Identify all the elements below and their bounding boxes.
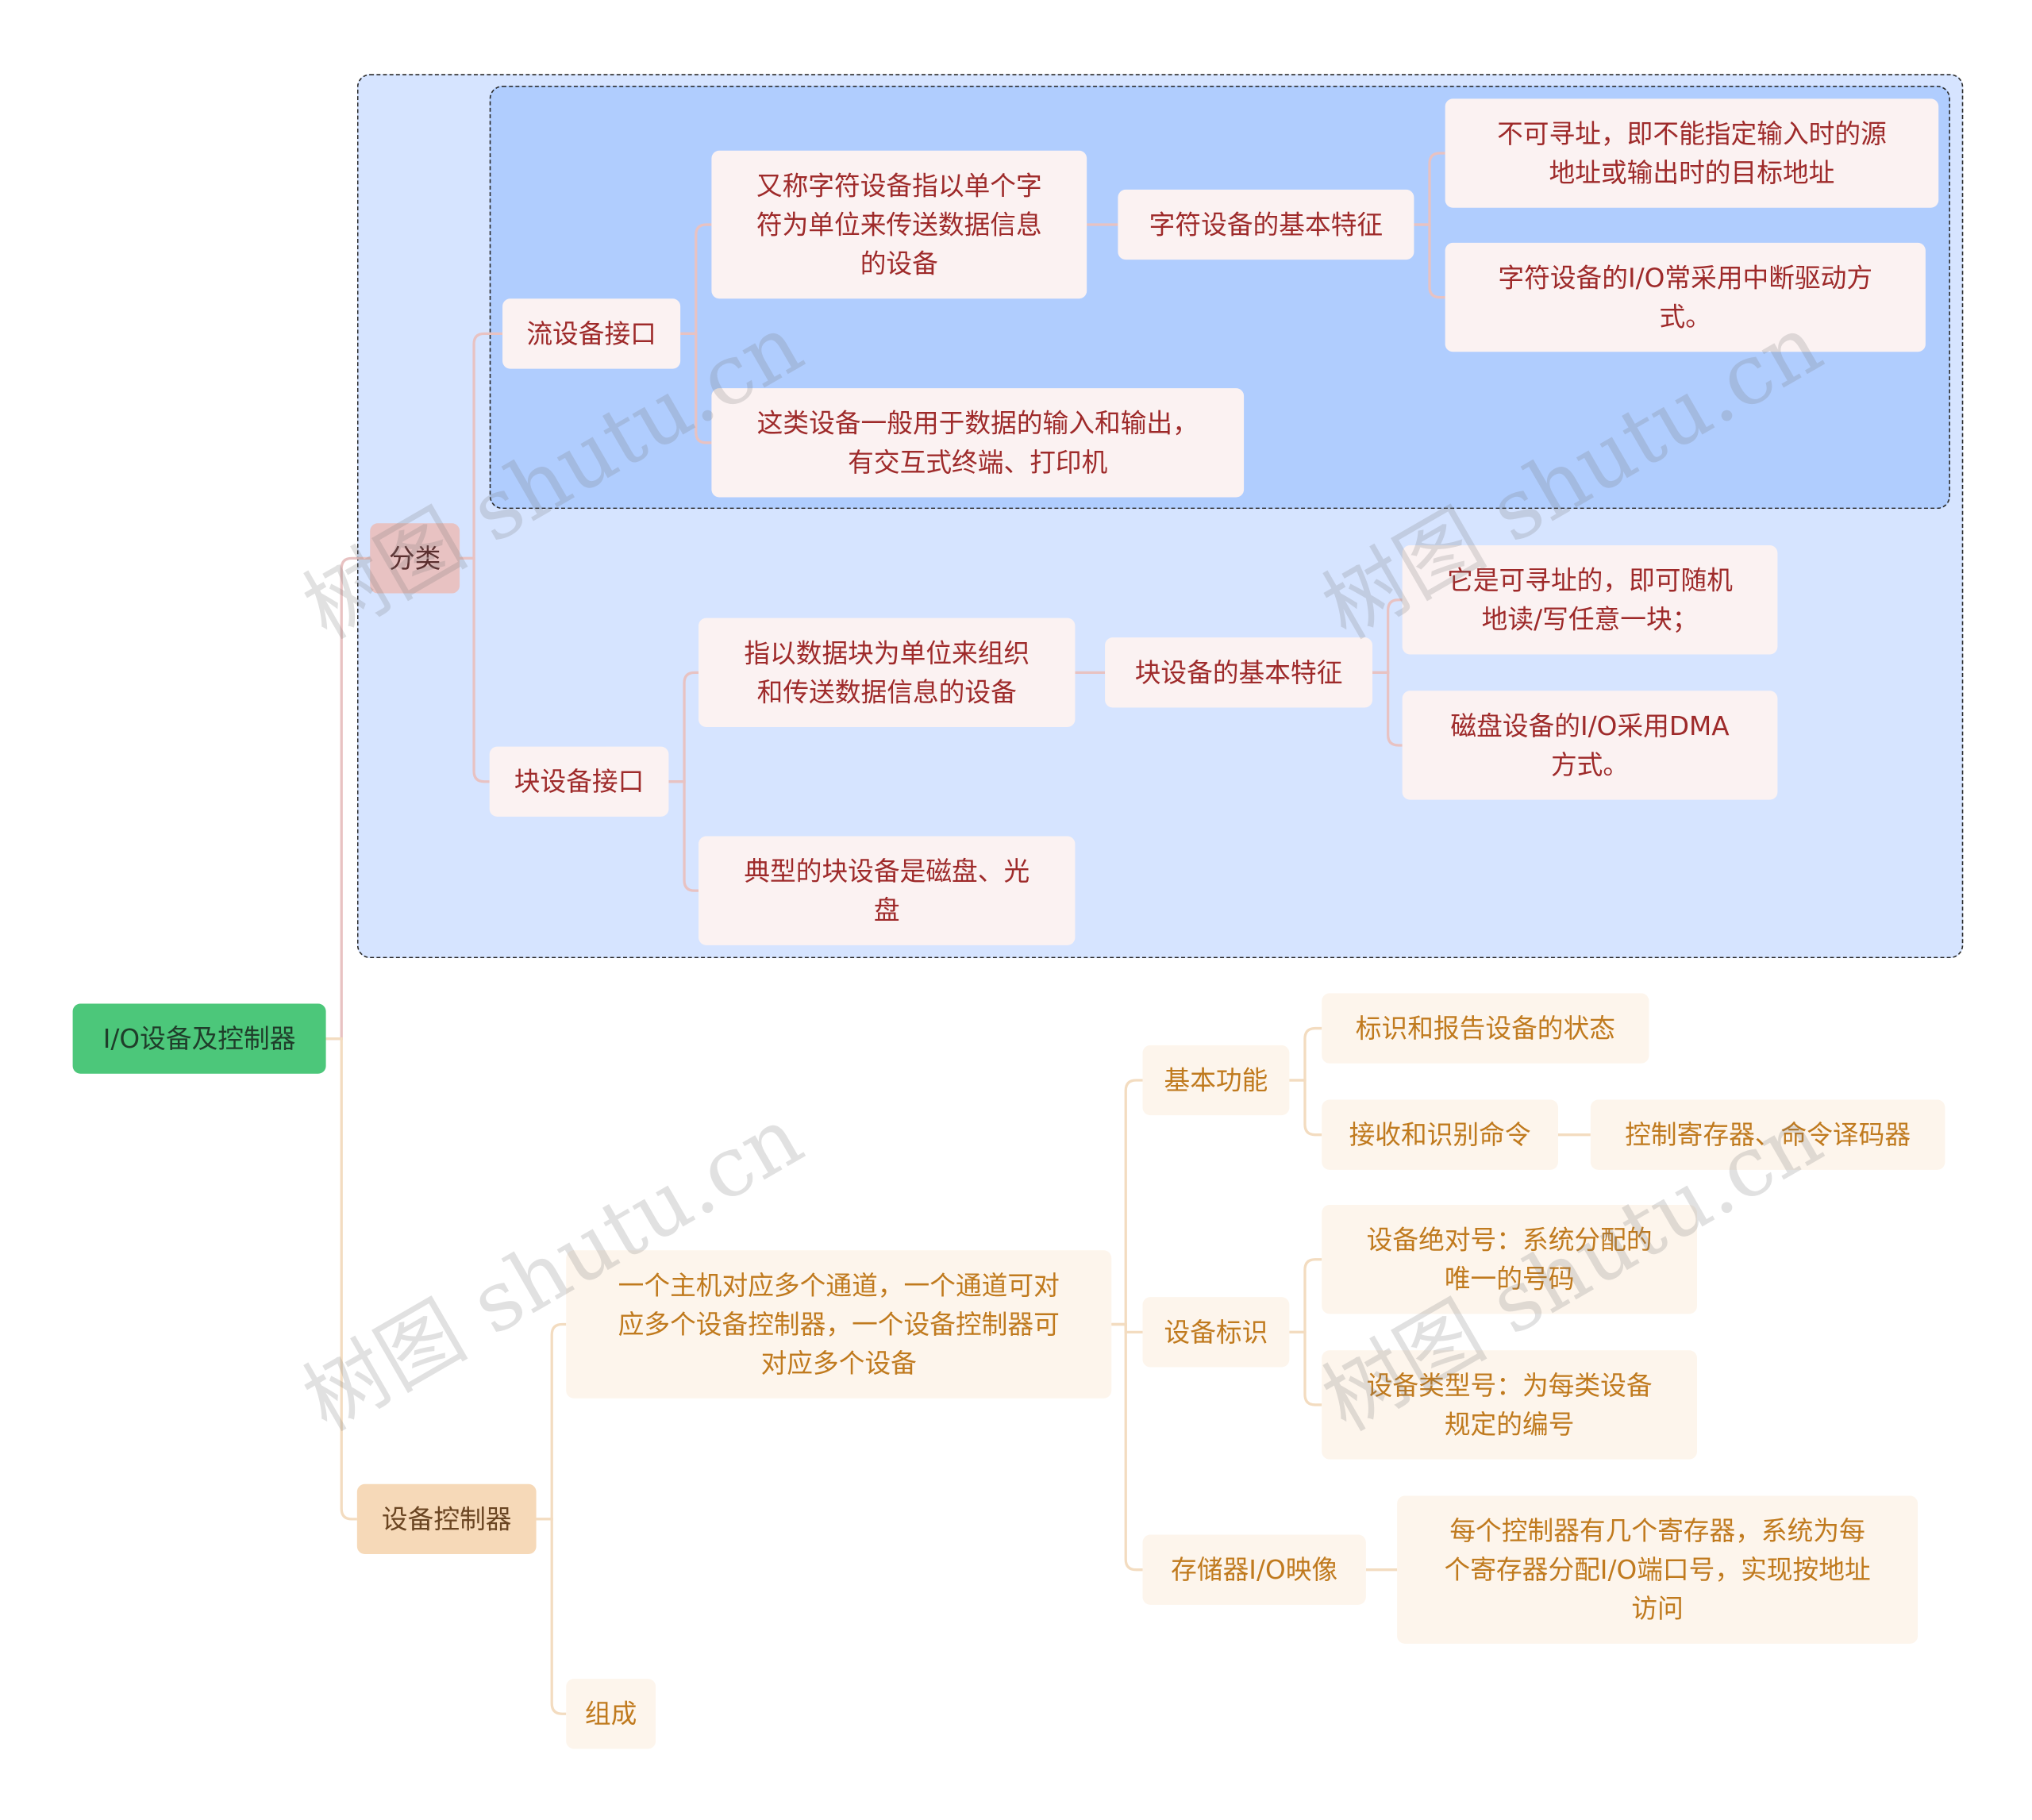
root-node[interactable]: I/O设备及控制器 [72,1003,326,1074]
stream-interface-node[interactable]: 流设备接口 [502,298,681,369]
link-id-item-1 [1289,1258,1322,1333]
basic-function-item-2-node[interactable]: 接收和识别命令 [1322,1099,1558,1170]
block-feature-2-node[interactable]: 磁盘设备的I/O采用DMA 方式。 [1402,691,1778,800]
link-block-feature-2 [1372,671,1403,747]
controller-node[interactable]: 设备控制器 [356,1483,537,1555]
stream-feature-2-node[interactable]: 字符设备的I/O常采用中断驱动方 式。 [1445,242,1926,352]
link-root-controller [325,1037,357,1521]
stream-feature-1-node[interactable]: 不可寻址，即不能指定输入时的源 地址或输出时的目标地址 [1445,98,1939,208]
link-stream-feature-1 [1414,152,1445,226]
link-stream-feature-2 [1414,223,1445,299]
link-root-classification [325,556,371,1041]
block-interface-node[interactable]: 块设备接口 [489,746,669,817]
stream-feature-title-node[interactable]: 字符设备的基本特征 [1118,189,1414,260]
command-detail-node[interactable]: 控制寄存器、命令译码器 [1590,1099,1945,1170]
block-example-node[interactable]: 典型的块设备是磁盘、光 盘 [698,836,1076,945]
link-stream-usage [680,332,712,444]
link-controller-composition [536,1518,567,1715]
link-stream-definition [680,223,712,336]
link-relation-basic [1111,1079,1143,1326]
block-definition-node[interactable]: 指以数据块为单位来组织 和传送数据信息的设备 [698,618,1076,728]
basic-function-node[interactable]: 基本功能 [1142,1045,1290,1116]
link-id-item-2 [1289,1330,1322,1406]
basic-function-item-1-node[interactable]: 标识和报告设备的状态 [1322,993,1649,1064]
block-feature-title-node[interactable]: 块设备的基本特征 [1105,637,1373,708]
link-relation-memory [1111,1322,1143,1572]
composition-node[interactable]: 组成 [566,1679,656,1749]
memory-io-node[interactable]: 存储器I/O映像 [1142,1534,1366,1605]
memory-io-detail-node[interactable]: 每个控制器有几个寄存器，系统为每 个寄存器分配I/O端口号，实现按地址 访问 [1397,1495,1918,1644]
device-id-item-2-node[interactable]: 设备类型号：为每类设备 规定的编号 [1322,1350,1697,1460]
link-classification-stream [460,332,503,560]
link-basic-item-2 [1289,1079,1322,1137]
device-id-node[interactable]: 设备标识 [1142,1297,1290,1368]
link-controller-relation [536,1322,567,1521]
stream-usage-node[interactable]: 这类设备一般用于数据的输入和输出， 有交互式终端、打印机 [711,388,1245,498]
link-block-definition [668,671,699,783]
device-id-item-1-node[interactable]: 设备绝对号：系统分配的 唯一的号码 [1322,1205,1697,1314]
link-classification-block [460,556,490,783]
controller-relation-node[interactable]: 一个主机对应多个通道，一个通道可对 应多个设备控制器，一个设备控制器可 对应多个… [566,1250,1112,1399]
stream-definition-node[interactable]: 又称字符设备指以单个字 符为单位来传送数据信息 的设备 [711,150,1087,299]
link-block-example [668,780,699,892]
classification-node[interactable]: 分类 [370,523,460,594]
link-basic-item-1 [1289,1026,1322,1082]
link-block-feature-1 [1372,598,1403,674]
block-feature-1-node[interactable]: 它是可寻址的，即可随机 地读/写任意一块； [1402,545,1778,655]
